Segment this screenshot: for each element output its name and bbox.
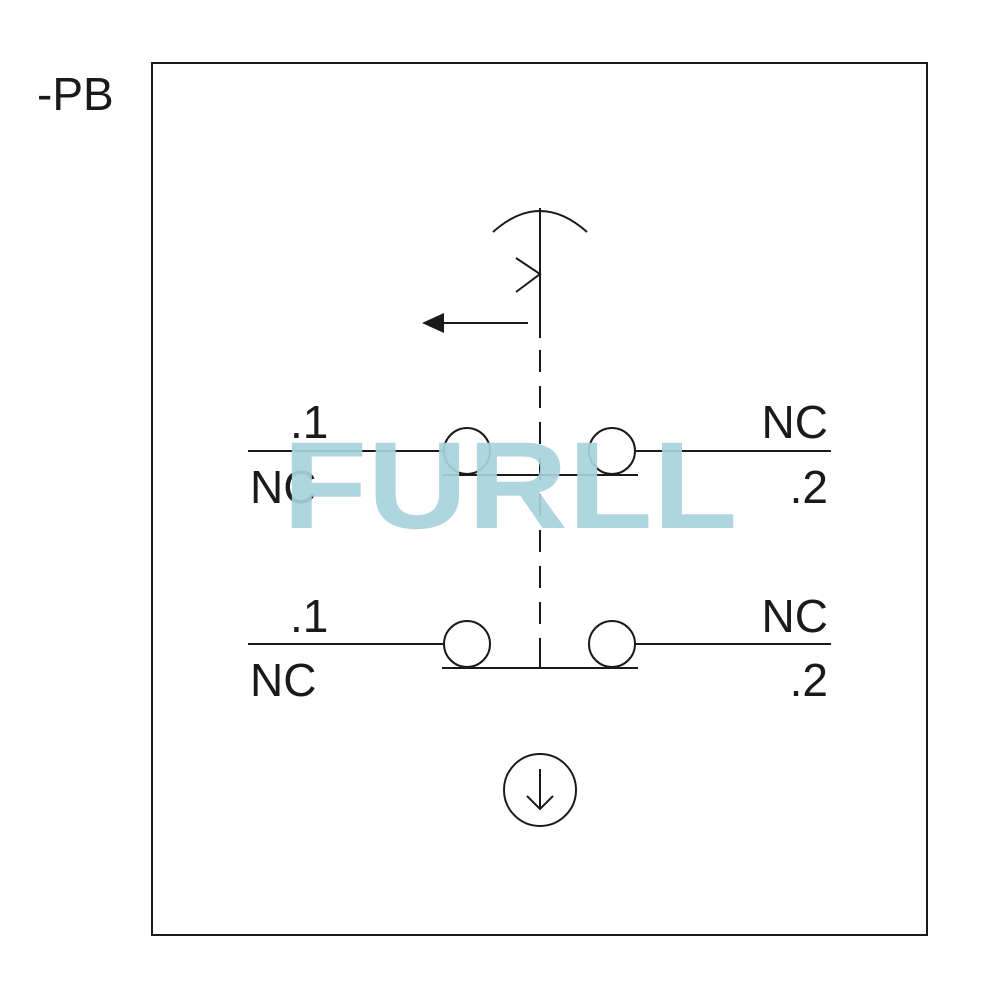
terminal-label-left-top: .1 bbox=[290, 590, 328, 642]
mushroom-head-push-icon bbox=[492, 208, 588, 338]
terminal-label-right-bottom: .2 bbox=[790, 654, 828, 706]
terminal-label-right-top: NC bbox=[762, 396, 828, 448]
designation-label: -PB bbox=[37, 68, 114, 120]
right-contact-circle bbox=[588, 620, 636, 668]
terminal-label-left-bottom: NC bbox=[250, 461, 316, 513]
contact-row-2: .1 NC NC .2 bbox=[248, 590, 831, 706]
enclosure-frame bbox=[151, 62, 928, 936]
terminal-label-right-top: NC bbox=[762, 590, 828, 642]
circled-down-arrow-icon bbox=[503, 753, 577, 827]
watermark-text: FURLL bbox=[283, 417, 738, 555]
terminal-label-left-bottom: NC bbox=[250, 654, 316, 706]
terminal-label-left-top: .1 bbox=[290, 396, 328, 448]
left-contact-circle bbox=[443, 620, 491, 668]
contact-row-1: .1 NC NC .2 bbox=[248, 396, 831, 513]
terminal-label-right-bottom: .2 bbox=[790, 461, 828, 513]
left-arrow-icon bbox=[422, 313, 528, 333]
